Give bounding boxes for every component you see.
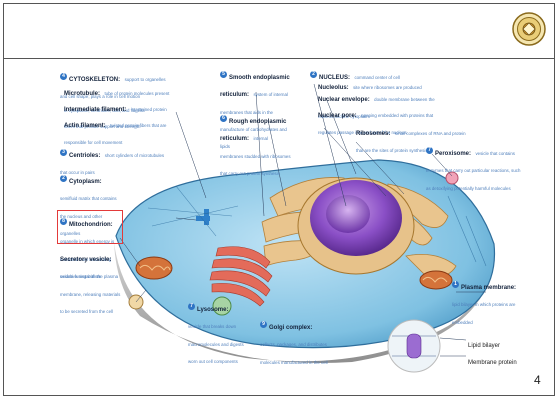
label-rough-er: 6Rough endoplasmic reticulum: internal m… xyxy=(220,110,292,179)
label-lysosome: 7Lysosome: vesicle that breaks down macr… xyxy=(188,298,244,367)
badge-peroxisome: 7 xyxy=(426,147,433,154)
label-membrane-protein: Membrane protein xyxy=(468,351,528,368)
badge-golgi-complex: 9 xyxy=(260,321,267,328)
badge-rough-er: 6 xyxy=(220,115,227,122)
label-lipid-bilayer: Lipid bilayer xyxy=(468,334,528,351)
institution-seal-icon xyxy=(512,12,546,46)
nucleolus-shape xyxy=(326,195,370,233)
badge-cytoskeleton: 4 xyxy=(60,73,67,80)
badge-lysosome: 7 xyxy=(188,303,195,310)
label-plasma-membrane: 1Plasma membrane: lipid bilayer in which… xyxy=(452,276,526,328)
animal-cell-diagram: 4CYTOSKELETON: support to organelles and… xyxy=(56,66,528,388)
label-secretory-vesicle: Secretory vesicle: vesicle fusing with t… xyxy=(60,248,124,317)
label-peroxisome: 7Peroxisome: vesicle that contains enzym… xyxy=(426,142,524,194)
badge-plasma-membrane: 1 xyxy=(452,281,459,288)
page-number: 4 xyxy=(534,373,541,387)
badge-nucleus: 2 xyxy=(310,71,317,78)
badge-smooth-er: 5 xyxy=(220,71,227,78)
label-golgi-complex: 9Golgi complex: collects, packages, and … xyxy=(260,316,330,368)
badge-centrioles: 3 xyxy=(60,149,67,156)
header-divider xyxy=(4,58,554,59)
badge-cytoplasm: 2 xyxy=(60,175,67,182)
membrane-protein-shape xyxy=(407,334,421,358)
badge-mitochondrion: 8 xyxy=(60,218,67,225)
